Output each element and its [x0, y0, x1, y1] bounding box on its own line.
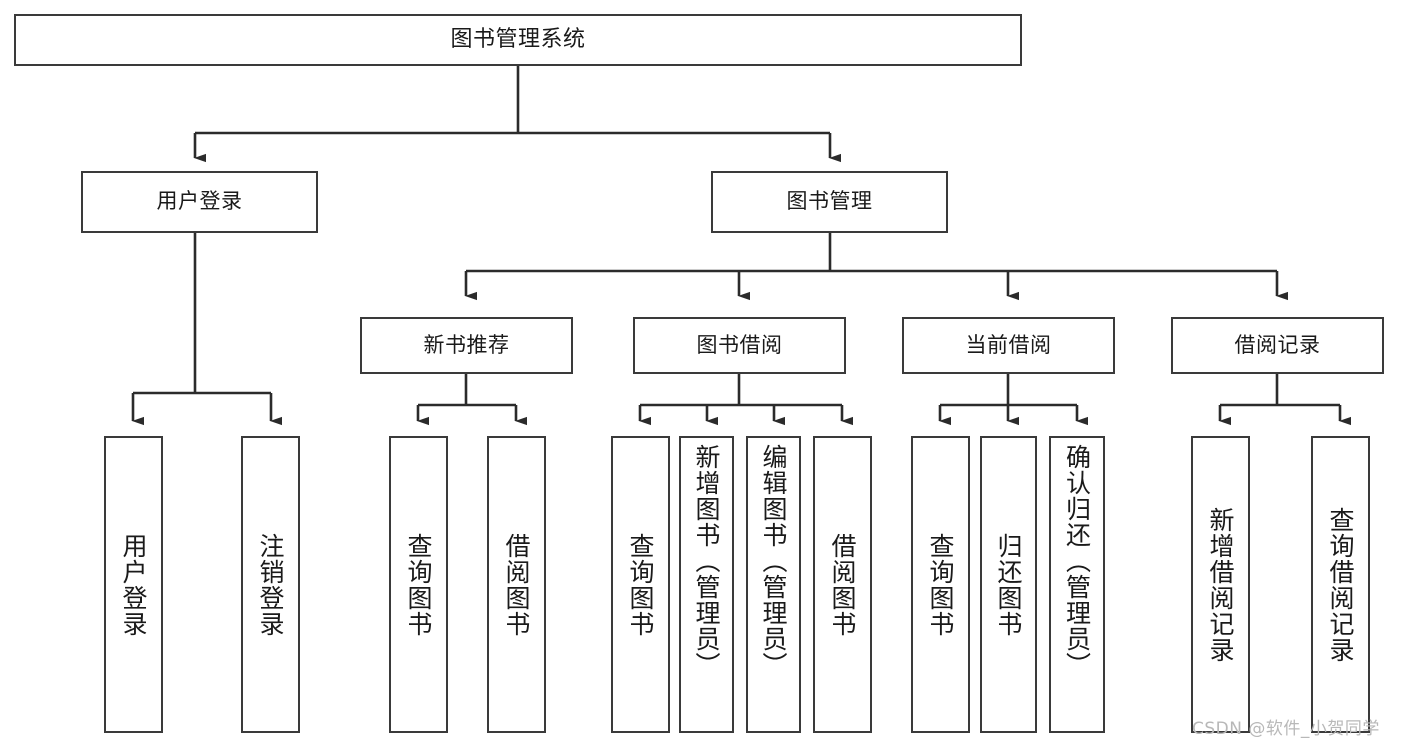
- node-label: 查询图书: [926, 532, 955, 637]
- node-root-book-management-system[interactable]: 图书管理系统: [14, 14, 1022, 66]
- node-label: 用户登录: [156, 189, 243, 214]
- edges-bookborrow-to-leaves: [638, 374, 853, 426]
- node-leaf-confirm-return-admin[interactable]: 确认归还（管理员）: [1049, 436, 1105, 733]
- edges-booking-to-level2: [464, 233, 1288, 301]
- edges-newbook-to-leaves: [416, 374, 527, 426]
- csdn-watermark: CSDN @软件_小贺同学: [1192, 719, 1380, 739]
- node-label: 新增图书（管理员）: [692, 444, 721, 678]
- node-label: 查询图书: [404, 532, 433, 637]
- node-label: 查询图书: [626, 532, 655, 637]
- edges-currentborrow-to-leaves: [938, 374, 1088, 426]
- node-label: 图书借阅: [696, 332, 783, 357]
- node-label: 新增借阅记录: [1206, 506, 1235, 663]
- node-label: 图书管理: [786, 189, 873, 214]
- node-label: 借阅记录: [1234, 332, 1321, 357]
- node-label: 查询借阅记录: [1326, 506, 1355, 663]
- node-label: 注销登录: [256, 532, 285, 637]
- node-leaf-query-borrow-record[interactable]: 查询借阅记录: [1311, 436, 1370, 733]
- node-label: 借阅图书: [828, 532, 857, 637]
- node-label: 当前借阅: [965, 332, 1052, 357]
- node-leaf-edit-book-admin[interactable]: 编辑图书（管理员）: [746, 436, 801, 733]
- node-book-management[interactable]: 图书管理: [711, 171, 948, 233]
- node-new-book-recommend[interactable]: 新书推荐: [360, 317, 573, 374]
- node-leaf-return-book[interactable]: 归还图书: [980, 436, 1037, 733]
- node-leaf-query-book-1[interactable]: 查询图书: [389, 436, 448, 733]
- node-leaf-borrow-book-1[interactable]: 借阅图书: [487, 436, 546, 733]
- node-label: 编辑图书（管理员）: [759, 444, 788, 678]
- node-leaf-add-book-admin[interactable]: 新增图书（管理员）: [679, 436, 734, 733]
- node-label: 归还图书: [994, 532, 1023, 637]
- node-label: 图书管理系统: [450, 26, 586, 52]
- node-book-borrow[interactable]: 图书借阅: [633, 317, 846, 374]
- node-leaf-logout-login[interactable]: 注销登录: [241, 436, 300, 733]
- node-user-login[interactable]: 用户登录: [81, 171, 318, 233]
- edges-borrowrecord-to-leaves: [1218, 374, 1351, 426]
- node-leaf-add-borrow-record[interactable]: 新增借阅记录: [1191, 436, 1250, 733]
- node-leaf-query-book-3[interactable]: 查询图书: [911, 436, 970, 733]
- node-leaf-borrow-book-2[interactable]: 借阅图书: [813, 436, 872, 733]
- node-label: 确认归还（管理员）: [1062, 444, 1092, 678]
- node-label: 新书推荐: [423, 332, 510, 357]
- edges-userlogin-to-leaves: [131, 233, 282, 426]
- node-current-borrow[interactable]: 当前借阅: [902, 317, 1115, 374]
- node-borrow-record[interactable]: 借阅记录: [1171, 317, 1384, 374]
- node-label: 借阅图书: [502, 532, 531, 637]
- node-label: 用户登录: [119, 532, 148, 637]
- edges-root-to-level1: [193, 66, 841, 163]
- node-leaf-user-login[interactable]: 用户登录: [104, 436, 163, 733]
- node-leaf-query-book-2[interactable]: 查询图书: [611, 436, 670, 733]
